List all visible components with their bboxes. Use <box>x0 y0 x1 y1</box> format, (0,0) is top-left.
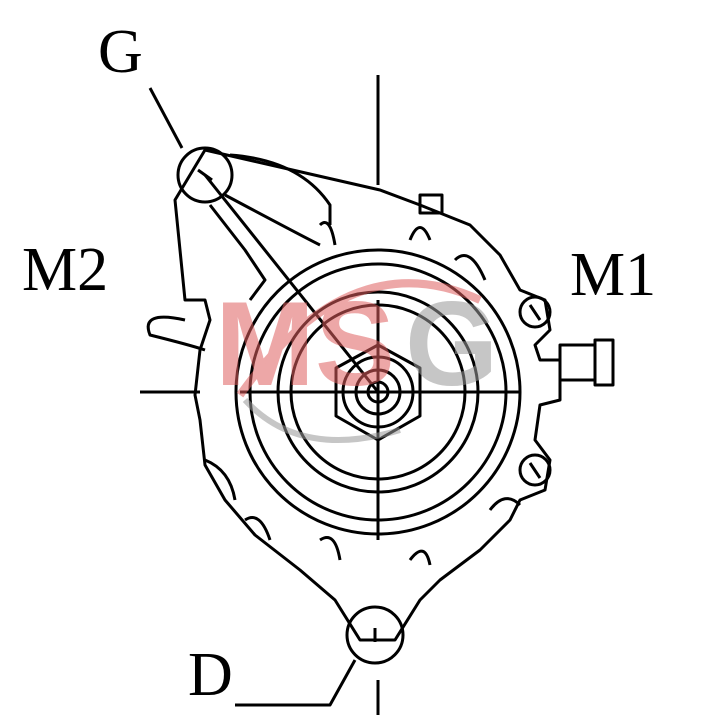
label-m2: M2 <box>22 236 108 304</box>
label-m1: M1 <box>570 241 656 309</box>
d-mount-eye <box>345 605 405 665</box>
g-mount-eye <box>176 146 234 204</box>
label-g: G <box>98 18 143 86</box>
svg-text:G: G <box>405 277 498 411</box>
svg-text:MS: MS <box>215 277 395 411</box>
watermark: MS G <box>215 277 498 443</box>
label-d: D <box>188 641 233 709</box>
